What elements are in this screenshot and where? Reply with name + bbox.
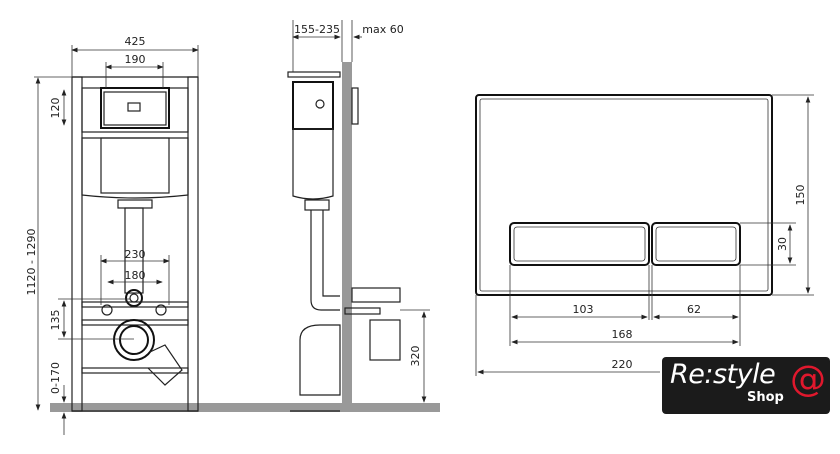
logo-sub: Shop (747, 390, 784, 405)
cistern (81, 137, 189, 199)
dim-max-60: max 60 (362, 23, 403, 36)
dim-1120-1290: 1120 - 1290 (25, 229, 38, 296)
dim-320: 320 (409, 346, 422, 367)
flush-button-large (509, 222, 650, 266)
floor (50, 403, 440, 412)
dim-0-170: 0-170 (49, 362, 62, 394)
dim-168: 168 (612, 328, 633, 341)
restyle-shop-logo: Re:style Shop @ (662, 357, 830, 414)
side-view (287, 62, 401, 412)
flush-pipe (124, 207, 144, 294)
cart-at-icon: @ (790, 359, 826, 400)
dim-150: 150 (794, 185, 807, 206)
dim-120: 120 (49, 98, 62, 119)
wall (342, 62, 352, 404)
flush-plate-opening (100, 87, 170, 129)
dim-190: 190 (125, 53, 146, 66)
dim-155-235: 155-235 (294, 23, 340, 36)
drain-outlet (113, 319, 155, 361)
dim-103: 103 (573, 303, 594, 316)
dim-220: 220 (612, 358, 633, 371)
dim-30: 30 (776, 237, 789, 251)
dim-180: 180 (125, 269, 146, 282)
plate-dimensions: 150 30 103 62 168 220 (475, 94, 814, 376)
dim-62: 62 (687, 303, 701, 316)
front-view (71, 76, 199, 412)
side-cistern (292, 128, 334, 200)
side-dimensions: 155-235 max 60 320 (292, 20, 430, 403)
dim-230: 230 (125, 248, 146, 261)
dim-135: 135 (49, 310, 62, 331)
flush-plate (475, 94, 773, 296)
flush-button-small (651, 222, 741, 266)
dim-425: 425 (125, 35, 146, 48)
front-dimensions: 425 190 120 1120 - 1290 230 180 135 0-17… (25, 35, 199, 435)
logo-text: Re:style (670, 359, 776, 390)
